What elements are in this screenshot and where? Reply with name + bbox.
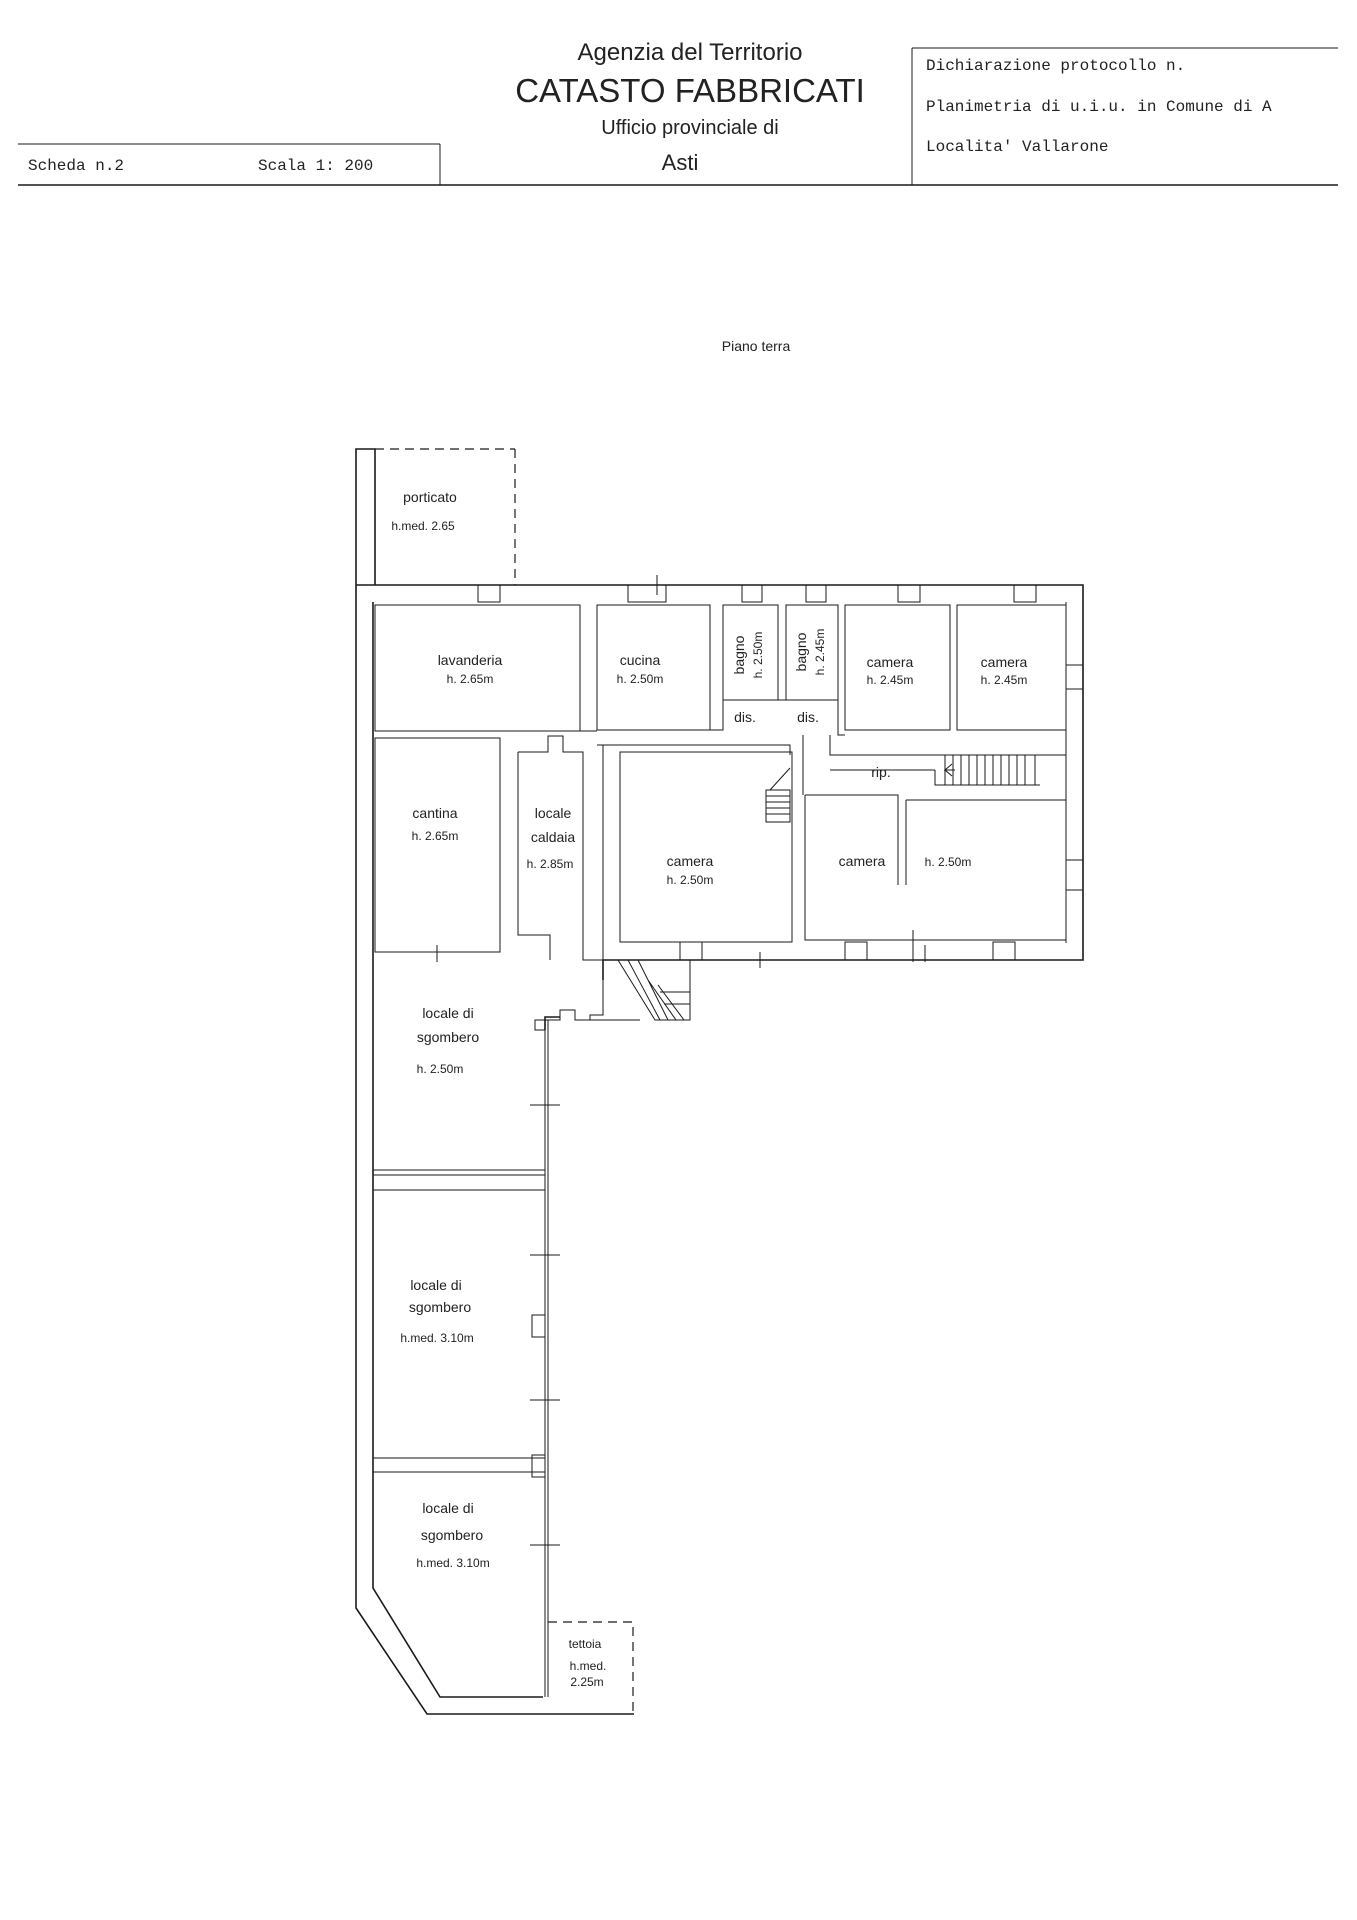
caldaia-label-line1: locale xyxy=(535,805,572,821)
porticato-label: porticato xyxy=(403,489,457,505)
bagno2-height: h. 2.45m xyxy=(813,629,827,676)
porticato-area xyxy=(355,448,516,585)
bagno1-height: h. 2.50m xyxy=(751,632,765,679)
north-windows xyxy=(477,575,1037,603)
caldaia-height: h. 2.85m xyxy=(527,857,574,871)
protocol-label: Dichiarazione protocollo n. xyxy=(926,57,1185,75)
office-label: Ufficio provinciale di xyxy=(601,117,779,139)
outer-walls xyxy=(355,584,1084,1715)
sgombero2-outline xyxy=(373,1190,546,1459)
scheda-number: Scheda n.2 xyxy=(28,157,124,175)
camera1-outline xyxy=(844,604,951,731)
cantina-height: h. 2.65m xyxy=(412,829,459,843)
south-windows xyxy=(679,664,1084,968)
camera1-height: h. 2.45m xyxy=(867,673,914,687)
header-block: Agenzia del Territorio CATASTO FABBRICAT… xyxy=(18,39,1338,186)
sgombero1-label-line2: sgombero xyxy=(417,1029,479,1045)
bagno2-label: bagno xyxy=(793,632,809,671)
cucina-outline xyxy=(596,604,711,731)
bagno1-outline xyxy=(722,604,779,701)
dis1-label: dis. xyxy=(734,709,756,725)
tettoia-height-line1: h.med. xyxy=(570,1659,607,1673)
rip-label: rip. xyxy=(871,764,890,780)
floor-title: Piano terra xyxy=(722,338,791,354)
camera3-outline xyxy=(619,751,793,943)
camera1-label: camera xyxy=(867,654,914,670)
west-wing-walls xyxy=(373,945,640,1697)
floor-plan xyxy=(355,448,1084,1715)
caldaia-outline xyxy=(518,735,603,961)
office-city: Asti xyxy=(662,150,699,175)
sgombero1-label-line1: locale di xyxy=(422,1005,473,1021)
camera3-height: h. 2.50m xyxy=(667,873,714,887)
camera2-label: camera xyxy=(981,654,1028,670)
camera3-label: camera xyxy=(667,853,714,869)
sgombero3-label-line2: sgombero xyxy=(421,1527,483,1543)
staircase-exterior xyxy=(617,959,691,1021)
room-labels: porticato h.med. 2.65 lavanderia h. 2.65… xyxy=(391,489,1027,1689)
catasto-title: CATASTO FABBRICATI xyxy=(515,72,865,109)
tettoia-label: tettoia xyxy=(569,1637,602,1651)
localita-label: Localita' Vallarone xyxy=(926,138,1108,156)
scale-label: Scala 1: 200 xyxy=(258,157,373,175)
staircase-internal xyxy=(765,767,791,823)
lavanderia-height: h. 2.65m xyxy=(447,672,494,686)
sgombero1-outline xyxy=(373,980,604,1176)
bagno2-outline xyxy=(785,604,839,701)
sgombero2-label-line1: locale di xyxy=(410,1277,461,1293)
sgombero1-height: h. 2.50m xyxy=(417,1062,464,1076)
camera4-height: h. 2.50m xyxy=(925,855,972,869)
sgombero3-height: h.med. 3.10m xyxy=(416,1556,489,1570)
bagno1-label: bagno xyxy=(731,635,747,674)
lavanderia-label: lavanderia xyxy=(438,652,503,668)
tettoia-height-line2: 2.25m xyxy=(570,1675,603,1689)
porticato-height: h.med. 2.65 xyxy=(391,519,455,533)
agency-title: Agenzia del Territorio xyxy=(577,39,802,66)
lavanderia-outline xyxy=(374,604,581,732)
camera4-label: camera xyxy=(839,853,886,869)
cantina-outline xyxy=(374,737,501,953)
staircase-east xyxy=(943,754,1036,786)
caldaia-label-line2: caldaia xyxy=(531,829,576,845)
sgombero2-label-line2: sgombero xyxy=(409,1299,471,1315)
sgombero3-label-line1: locale di xyxy=(422,1500,473,1516)
camera2-height: h. 2.45m xyxy=(981,673,1028,687)
middle-rooms-walls xyxy=(374,735,1066,961)
dis2-label: dis. xyxy=(797,709,819,725)
sgombero2-height: h.med. 3.10m xyxy=(400,1331,473,1345)
planimetria-label: Planimetria di u.i.u. in Comune di A xyxy=(926,98,1272,116)
cucina-height: h. 2.50m xyxy=(617,672,664,686)
cucina-label: cucina xyxy=(620,652,661,668)
north-rooms-walls xyxy=(374,604,1067,795)
cantina-label: cantina xyxy=(412,805,457,821)
